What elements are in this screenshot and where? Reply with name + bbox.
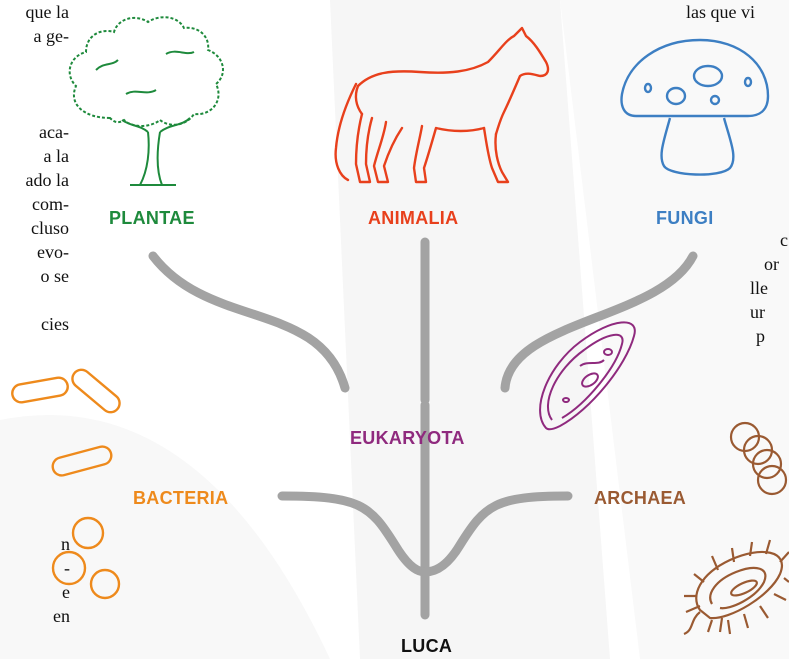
eukaryota-label: EUKARYOTA xyxy=(350,428,465,449)
archaea-branch xyxy=(425,496,568,572)
archaea-label: ARCHAEA xyxy=(594,488,686,509)
fungi-label: FUNGI xyxy=(656,208,714,229)
plantae-label: PLANTAE xyxy=(109,208,195,229)
tree-icon xyxy=(70,17,223,185)
plantae-branch xyxy=(153,256,345,388)
animalia-label: ANIMALIA xyxy=(368,208,458,229)
bacteria-branch xyxy=(282,496,425,572)
fungi-branch xyxy=(505,256,693,388)
mushroom-icon xyxy=(622,40,768,175)
bacteria-label: BACTERIA xyxy=(133,488,228,509)
bacteria-cells-icon xyxy=(11,366,123,598)
archaea-cells-icon xyxy=(684,423,789,634)
horse-icon xyxy=(336,28,548,182)
luca-label: LUCA xyxy=(401,636,452,657)
